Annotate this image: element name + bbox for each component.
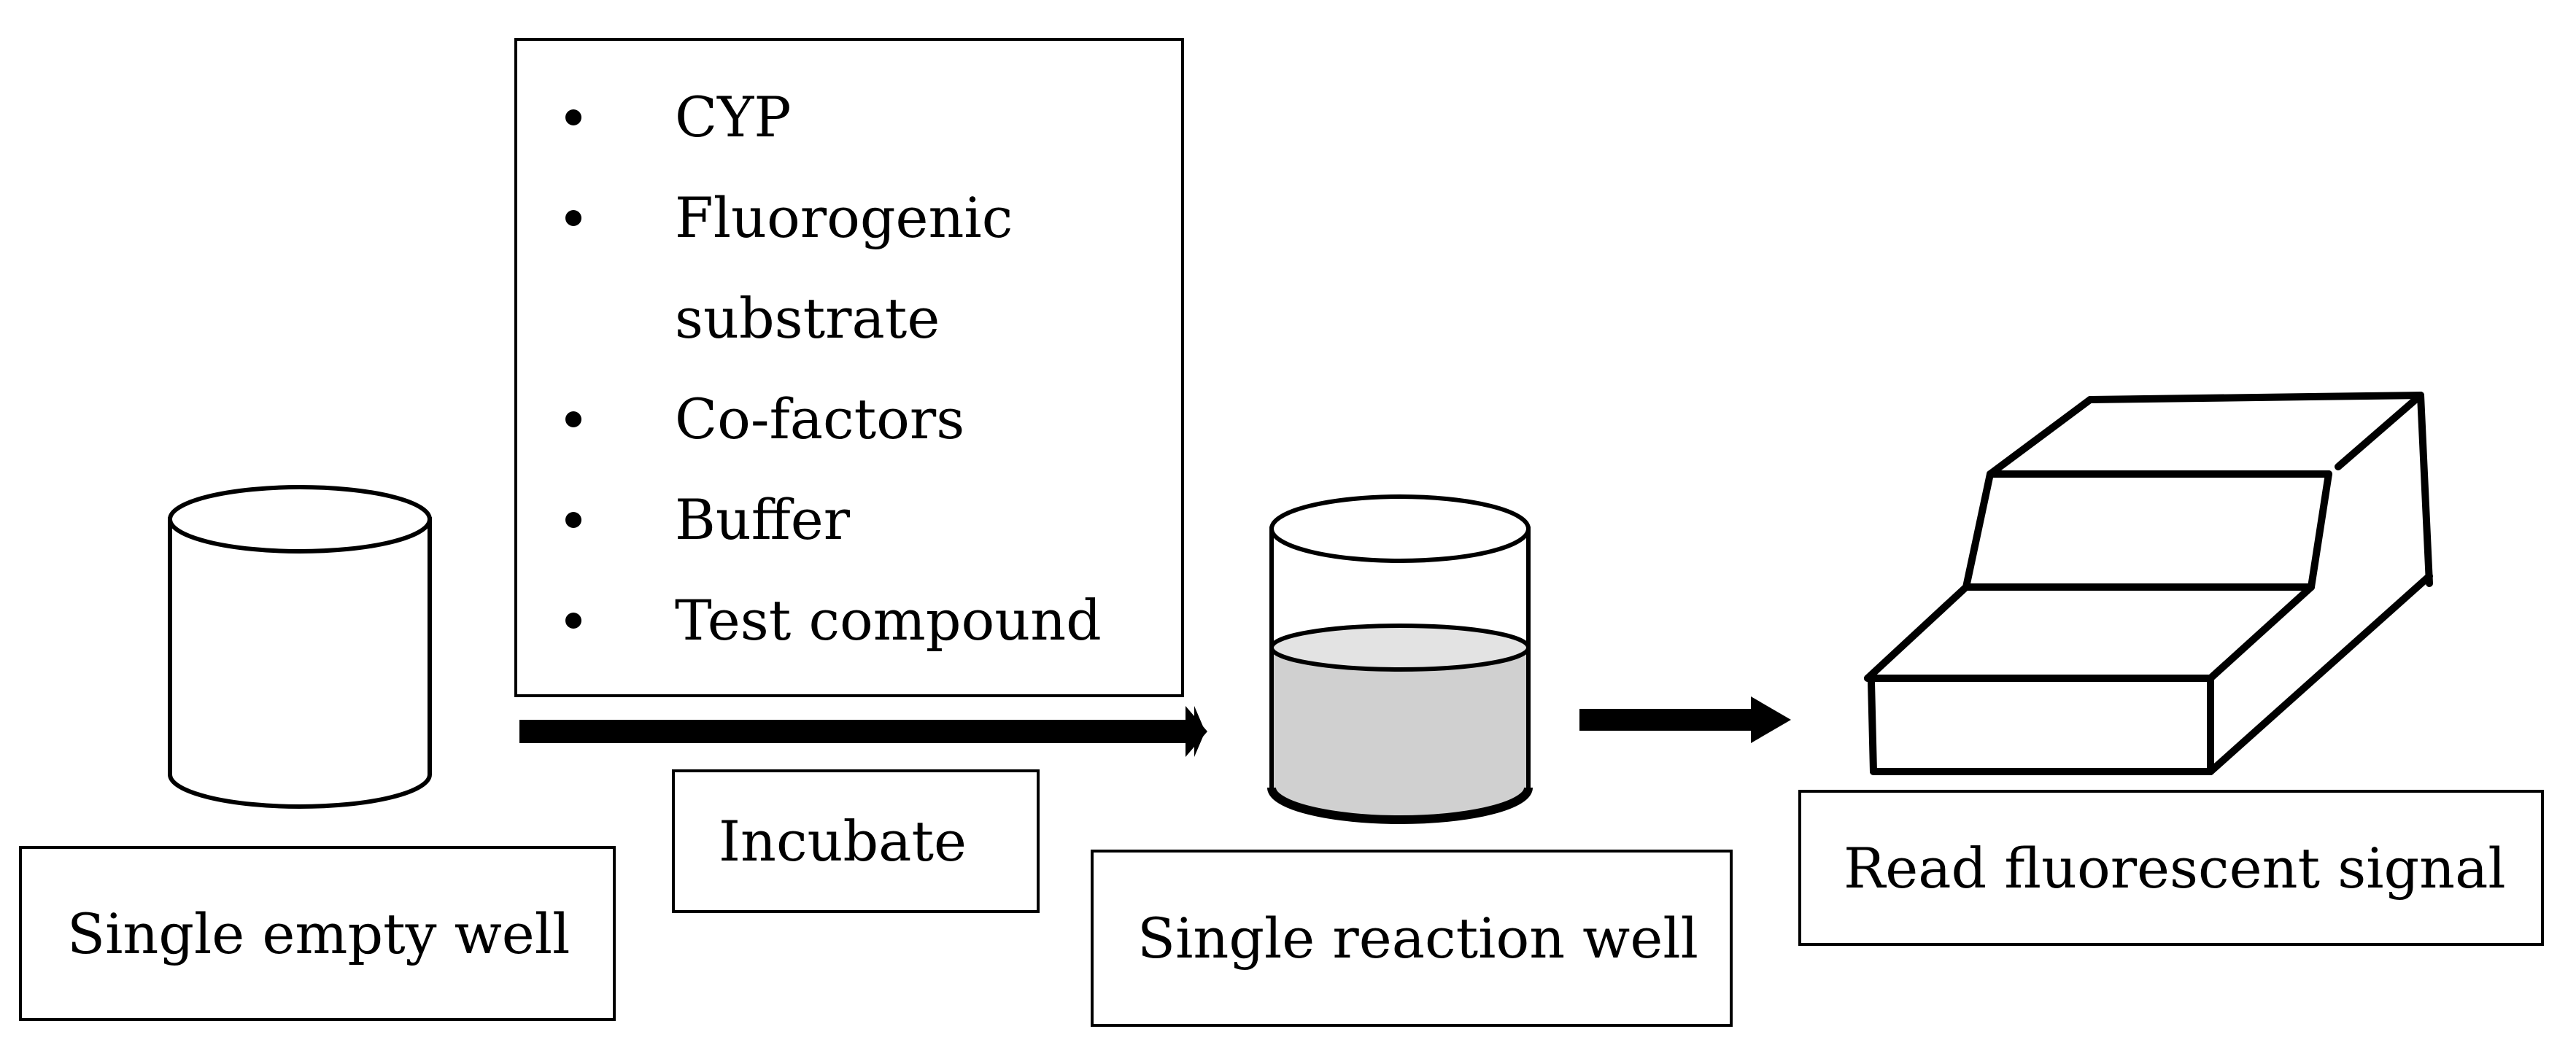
plate-reader-icon bbox=[1864, 392, 2433, 775]
ingredients-list: CYP Fluorogenic substrate Co-factors Buf… bbox=[517, 67, 1181, 671]
list-item: Buffer bbox=[517, 470, 1113, 570]
list-item: Co-factors bbox=[517, 369, 1113, 470]
read-arrow bbox=[1579, 696, 1791, 743]
bullet-icon bbox=[565, 512, 581, 528]
bullet-icon bbox=[565, 210, 581, 226]
bullet-icon bbox=[565, 109, 581, 125]
reaction-well-label: Single reaction well bbox=[1091, 850, 1733, 1027]
empty-well-label: Single empty well bbox=[19, 846, 616, 1021]
ingredients-box: CYP Fluorogenic substrate Co-factors Buf… bbox=[514, 38, 1184, 697]
list-item: Fluorogenic substrate bbox=[517, 168, 1113, 369]
bullet-icon bbox=[565, 613, 581, 629]
empty-well-icon bbox=[168, 485, 432, 809]
read-signal-label: Read fluorescent signal bbox=[1798, 790, 2544, 946]
bullet-icon bbox=[565, 411, 581, 427]
incubate-label: Incubate bbox=[672, 769, 1040, 913]
incubate-arrow bbox=[519, 706, 1207, 757]
list-item: CYP bbox=[517, 67, 1113, 168]
list-item: Test compound bbox=[517, 570, 1113, 671]
reaction-well-icon bbox=[1267, 494, 1533, 824]
